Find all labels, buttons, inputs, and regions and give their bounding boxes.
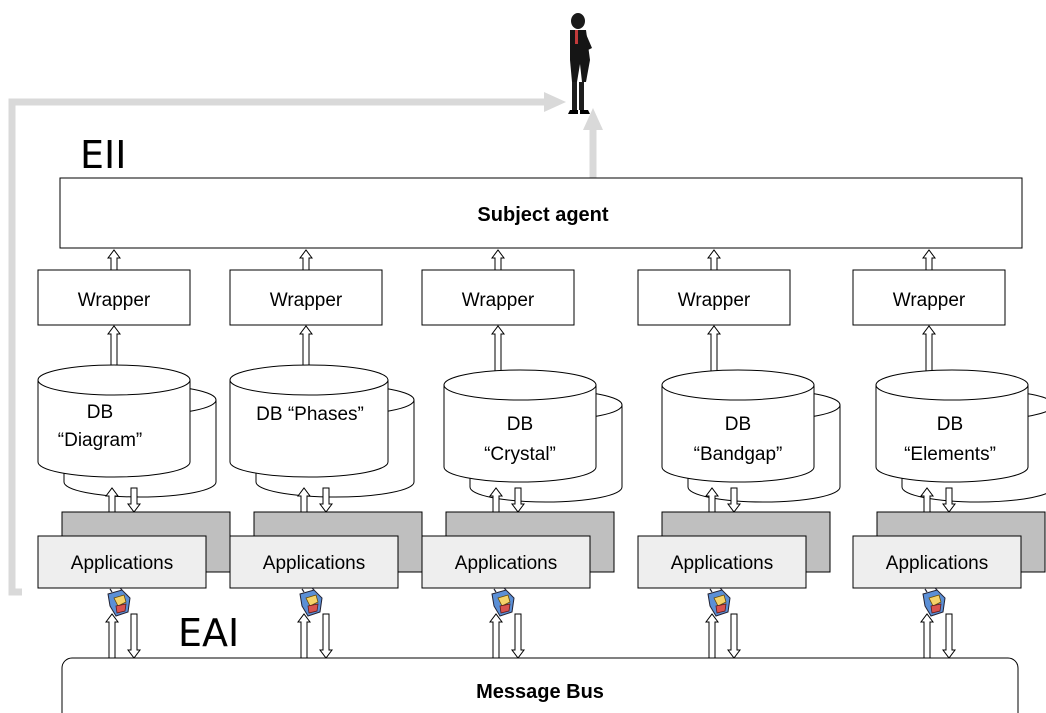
wrapper-label: Wrapper	[270, 290, 343, 311]
apps-to-bus-arrow	[727, 613, 741, 659]
wrapper-box	[37, 269, 191, 326]
wrapper-label: Wrapper	[678, 290, 751, 311]
apps-to-db-arrow	[489, 487, 503, 513]
database-cylinder	[229, 364, 389, 478]
db-to-wrapper-arrow	[707, 325, 721, 373]
adapter-plug-icon	[707, 587, 731, 617]
bus-to-apps-arrow	[297, 613, 311, 659]
db-name-line2: “Elements”	[904, 444, 996, 465]
apps-to-bus-arrow	[319, 613, 333, 659]
apps-to-bus-arrow	[511, 613, 525, 659]
database-cylinder	[443, 369, 597, 483]
apps-to-db-arrow	[920, 487, 934, 513]
eii-label: EII	[80, 133, 126, 177]
wrapper-box	[421, 269, 575, 326]
wrapper-box	[229, 269, 383, 326]
eai-to-user-flow-arrow	[8, 92, 566, 596]
database-cylinder	[37, 364, 191, 478]
wrapper-to-agent-arrow	[107, 249, 121, 271]
person-icon	[568, 13, 592, 114]
applications-label: Applications	[71, 553, 173, 574]
applications-box	[421, 535, 591, 589]
database-cylinder	[661, 369, 815, 483]
eai-label: EAI	[178, 611, 239, 655]
bus-to-apps-arrow	[489, 613, 503, 659]
applications-box	[229, 535, 399, 589]
source-columns: WrapperDB“Diagram”ApplicationsWrapperDB …	[37, 249, 1046, 659]
applications-box	[37, 535, 207, 589]
message-bus-box	[61, 657, 1019, 713]
apps-to-db-arrow	[705, 487, 719, 513]
apps-to-bus-arrow	[942, 613, 956, 659]
db-to-apps-arrow	[127, 487, 141, 513]
db-to-apps-arrow	[727, 487, 741, 513]
bus-to-apps-arrow	[920, 613, 934, 659]
apps-to-db-arrow	[105, 487, 119, 513]
apps-to-bus-arrow	[127, 613, 141, 659]
applications-label: Applications	[263, 553, 365, 574]
db-to-wrapper-arrow	[491, 325, 505, 373]
applications-box	[852, 535, 1022, 589]
wrapper-label: Wrapper	[462, 290, 535, 311]
apps-to-db-arrow	[297, 487, 311, 513]
db-name-line1: DB “Phases”	[256, 404, 364, 425]
db-name-line2: “Diagram”	[58, 430, 142, 451]
db-name-line1: DB	[87, 402, 113, 423]
adapter-plug-icon	[922, 587, 946, 617]
adapter-plug-icon	[491, 587, 515, 617]
db-name-line1: DB	[507, 414, 533, 435]
bus-to-apps-arrow	[105, 613, 119, 659]
applications-label: Applications	[886, 553, 988, 574]
subject-agent-label: Subject agent	[477, 204, 608, 226]
database-cylinder	[875, 369, 1029, 483]
db-name-line1: DB	[725, 414, 751, 435]
wrapper-to-agent-arrow	[707, 249, 721, 271]
wrapper-label: Wrapper	[893, 290, 966, 311]
subject-agent-box	[59, 177, 1023, 249]
wrapper-to-agent-arrow	[922, 249, 936, 271]
adapter-plug-icon	[299, 587, 323, 617]
wrapper-box	[852, 269, 1006, 326]
db-name-line2: “Bandgap”	[694, 444, 783, 465]
db-to-apps-arrow	[511, 487, 525, 513]
applications-label: Applications	[671, 553, 773, 574]
message-bus-label: Message Bus	[476, 681, 604, 703]
wrapper-to-agent-arrow	[491, 249, 505, 271]
bus-to-apps-arrow	[705, 613, 719, 659]
wrapper-box	[637, 269, 791, 326]
wrapper-to-agent-arrow	[299, 249, 313, 271]
db-to-apps-arrow	[942, 487, 956, 513]
adapter-plug-icon	[107, 587, 131, 617]
wrapper-label: Wrapper	[78, 290, 151, 311]
db-to-wrapper-arrow	[922, 325, 936, 373]
applications-label: Applications	[455, 553, 557, 574]
db-name-line2: “Crystal”	[484, 444, 556, 465]
applications-box	[637, 535, 807, 589]
db-name-line1: DB	[937, 414, 963, 435]
db-to-apps-arrow	[319, 487, 333, 513]
source-column: Wrapper DB “Phases” Applications	[229, 249, 423, 659]
